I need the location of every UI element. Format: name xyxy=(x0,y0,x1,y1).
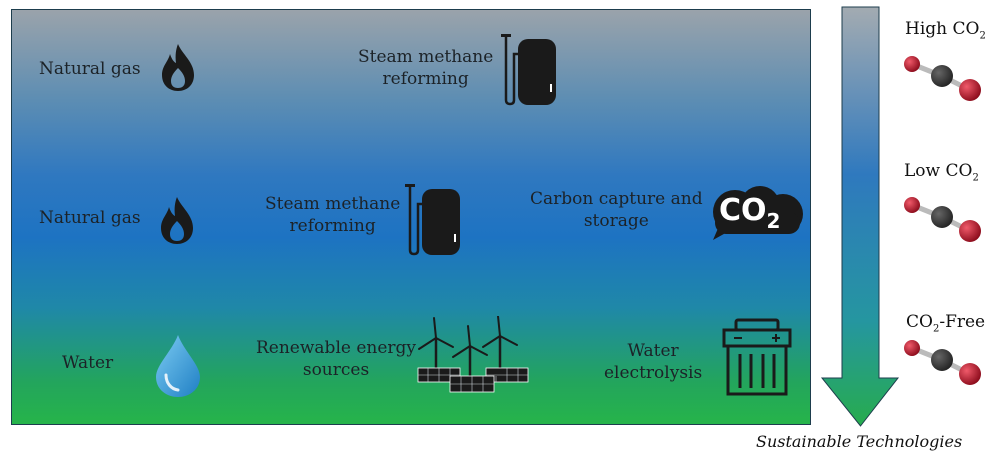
co2-badge-sub: 2 xyxy=(766,209,781,233)
co2-molecule-icon xyxy=(904,340,981,385)
level-high-sub: 2 xyxy=(979,30,986,42)
flame-icon xyxy=(161,197,193,244)
co2-badge-main: CO xyxy=(719,193,767,228)
row2-process-line1: Steam methane xyxy=(265,194,401,214)
emissions-arrow xyxy=(820,6,900,427)
wind-turbines-solar-icon xyxy=(417,316,529,393)
row2-source-label: Natural gas xyxy=(39,208,141,228)
row1-source-label: Natural gas xyxy=(39,59,141,79)
co2-molecule-icon xyxy=(904,197,981,242)
row3-electrolysis-line1: Water xyxy=(627,341,679,361)
row2-process-label: Steam methane reforming xyxy=(265,193,400,237)
flame-icon xyxy=(162,44,194,91)
level-free-label: CO2-Free xyxy=(906,312,985,334)
row3-process-label: Renewable energy sources xyxy=(256,337,416,381)
row2-capture-label: Carbon capture and storage xyxy=(530,188,703,232)
level-low-label: Low CO2 xyxy=(904,161,979,183)
steam-reformer-icon xyxy=(405,184,460,256)
battery-icon xyxy=(722,318,792,396)
row1-process-line2: reforming xyxy=(382,69,469,89)
level-low-sub: 2 xyxy=(972,172,979,184)
row3-process-line1: Renewable energy xyxy=(256,338,417,358)
level-free-suffix: -Free xyxy=(939,312,986,332)
footer-caption: Sustainable Technologies xyxy=(756,432,963,451)
level-high-label: High CO2 xyxy=(905,19,986,41)
row1-process-line1: Steam methane xyxy=(358,47,494,67)
row2-capture-line2: storage xyxy=(583,211,649,231)
water-drop-icon xyxy=(156,335,200,397)
level-high-prefix: High CO xyxy=(905,19,980,39)
level-free-sub: 2 xyxy=(932,323,940,335)
level-free-prefix: CO xyxy=(906,312,933,332)
co2-cloud-icon: CO2 xyxy=(705,184,809,242)
row3-source-label: Water xyxy=(62,353,114,373)
steam-reformer-icon xyxy=(501,34,556,106)
row3-process-line2: sources xyxy=(302,360,370,380)
row1-process-label: Steam methane reforming xyxy=(358,46,493,90)
row3-electrolysis-line2: electrolysis xyxy=(604,363,703,383)
row2-capture-line1: Carbon capture and xyxy=(530,189,703,209)
level-low-prefix: Low CO xyxy=(904,161,973,181)
co2-molecule-icon xyxy=(904,56,981,101)
row3-electrolysis-label: Water electrolysis xyxy=(604,340,702,384)
row2-process-line2: reforming xyxy=(289,216,376,236)
